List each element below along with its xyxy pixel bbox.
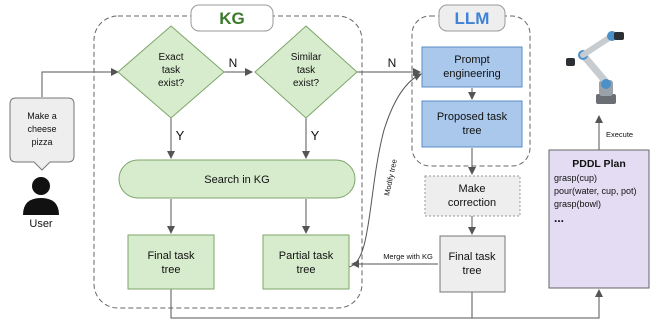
prompt-line-1: Prompt <box>454 54 489 66</box>
pddl-plan-box <box>548 149 650 289</box>
modify-tree-label: Modify tree <box>382 158 399 196</box>
pddl-line-1: grasp(cup) <box>554 173 597 183</box>
edge-user-to-exact <box>41 68 119 97</box>
similar-task-diamond <box>254 25 358 119</box>
n-label-similar: N <box>388 56 397 70</box>
user-speech-bubble <box>9 97 75 171</box>
kg-label-box <box>190 4 274 32</box>
bubble-line-3: pizza <box>31 137 52 147</box>
exact-line-2: task <box>162 65 181 76</box>
correction-line-1: Make <box>459 183 486 195</box>
partial-task-tree <box>262 234 350 290</box>
robot-arm-icon <box>566 31 624 104</box>
proposed-line-2: tree <box>463 125 482 137</box>
edge-final-left-to-pddl <box>170 289 603 319</box>
partial-line-1: Partial task <box>279 250 334 262</box>
final-kg-line-2: tree <box>162 264 181 276</box>
prompt-line-2: engineering <box>443 68 501 80</box>
n-label-exact: N <box>229 56 238 70</box>
similar-line-1: Similar <box>291 52 322 63</box>
merge-with-kg-label: Merge with KG <box>383 252 433 261</box>
bubble-line-1: Make a <box>27 111 57 121</box>
proposed-task-tree-box <box>421 100 523 148</box>
kg-label: KG <box>219 9 245 28</box>
pddl-line-3: grasp(bowl) <box>554 199 601 209</box>
bubble-line-2: cheese <box>27 124 56 134</box>
partial-line-2: tree <box>297 264 316 276</box>
kg-region <box>93 15 363 309</box>
similar-line-3: exist? <box>293 78 320 89</box>
pddl-line-4: ... <box>554 211 564 225</box>
exact-line-3: exist? <box>158 78 185 89</box>
llm-label-box <box>438 4 506 32</box>
final-kg-line-1: Final task <box>147 250 195 262</box>
make-correction-box <box>424 175 521 217</box>
proposed-line-1: Proposed task <box>437 111 508 123</box>
y-label-similar: Y <box>311 128 320 143</box>
exact-task-diamond <box>117 25 225 119</box>
user-icon <box>23 177 59 215</box>
execute-label: Execute <box>606 130 633 139</box>
pddl-line-2: pour(water, cup, pot) <box>554 186 637 196</box>
llm-label: LLM <box>455 9 490 28</box>
correction-line-2: correction <box>448 197 496 209</box>
final-right-line-1: Final task <box>448 251 496 263</box>
edge-partial-to-prompt <box>348 73 422 268</box>
final-task-tree-kg <box>127 234 215 290</box>
pddl-title: PDDL Plan <box>572 158 625 170</box>
final-task-tree-right <box>439 235 506 293</box>
search-in-kg-box <box>118 159 356 199</box>
exact-line-1: Exact <box>158 52 183 63</box>
prompt-engineering-box <box>421 46 523 88</box>
final-right-line-2: tree <box>463 265 482 277</box>
y-label-exact: Y <box>176 128 185 143</box>
search-in-kg-label: Search in KG <box>204 174 269 186</box>
user-label: User <box>29 218 53 230</box>
similar-line-2: task <box>297 65 316 76</box>
